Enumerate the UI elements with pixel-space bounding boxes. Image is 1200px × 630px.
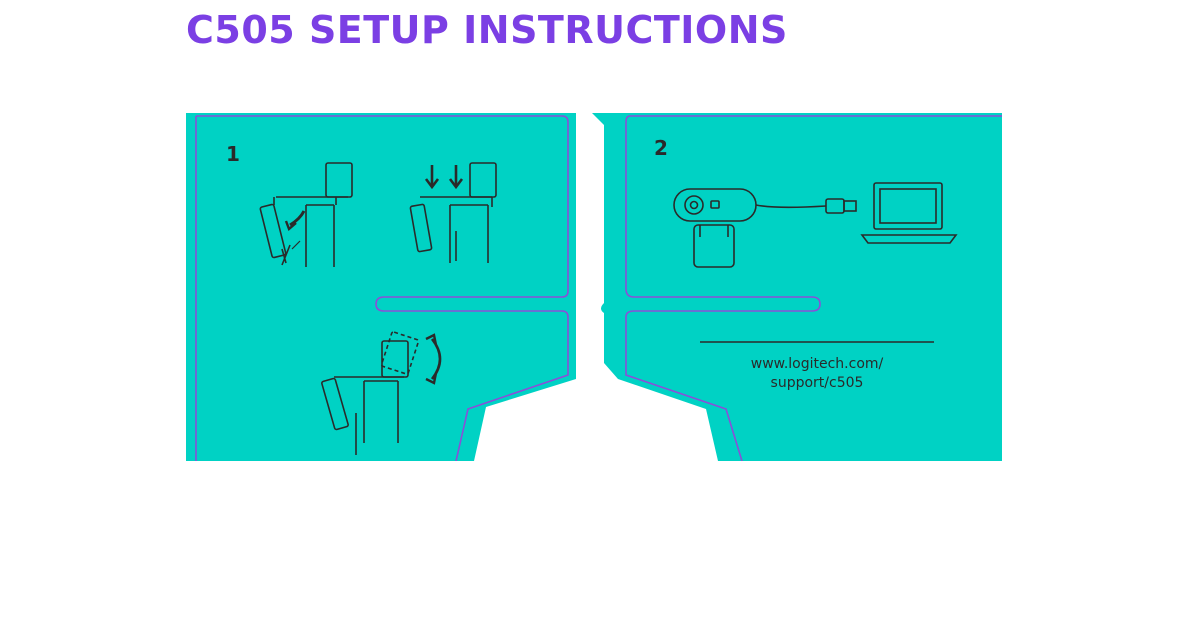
webcam-clip-mount-icon [259,162,353,267]
step-2-number: 2 [654,136,668,160]
laptop-icon [860,182,958,244]
step-1-number: 1 [226,142,240,166]
webcam-icon [673,188,827,268]
panel-step-1: 1 [186,113,576,461]
support-url-line-2: support/c505 [771,375,864,391]
webcam-tilt-adjust-icon [321,331,442,455]
support-url-line-1: www.logitech.com/ [751,356,884,372]
setup-illustration: 1 [186,113,1002,461]
usb-plug-icon [825,198,857,214]
webcam-press-down-icon [409,162,497,263]
panel-step-2: 2 www.logitech.com/ support/c505 [592,113,1002,461]
page-title: C505 SETUP INSTRUCTIONS [186,8,788,52]
